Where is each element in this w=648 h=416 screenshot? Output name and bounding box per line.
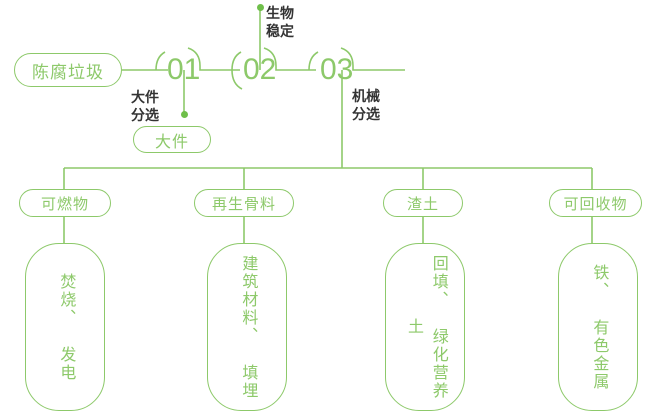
annotation-step-02: 生物 稳定 — [266, 5, 294, 39]
annotation-step-03: 机械 分选 — [352, 88, 380, 122]
outcome-text-recyclable: 铁、 有色金属 — [590, 263, 608, 391]
node-category-recyclable[interactable]: 可回收物 — [549, 189, 642, 217]
node-category-recycled-aggregate[interactable]: 再生骨料 — [194, 189, 294, 217]
arc-step3-left — [308, 51, 319, 71]
node-outcome-recycled-aggregate[interactable]: 建筑材料、 填埋 — [207, 243, 287, 411]
connector-dot-bulky — [181, 111, 188, 118]
node-side-output-bulky[interactable]: 大件 — [133, 126, 211, 153]
step-number-02: 02 — [243, 53, 277, 86]
arc-step1-left — [155, 51, 166, 71]
node-root-waste[interactable]: 陈腐垃圾 — [14, 53, 122, 87]
outcome-text-slag-soil: 回填、 绿化营养土 — [405, 254, 447, 400]
node-category-slag-soil[interactable]: 渣土 — [383, 189, 463, 217]
arc-step2-left — [231, 51, 243, 90]
step-number-03: 03 — [320, 53, 354, 86]
node-outcome-combustible[interactable]: 焚烧、 发电 — [25, 243, 105, 411]
connector-dot-bio — [257, 4, 264, 11]
node-category-combustible[interactable]: 可燃物 — [19, 189, 111, 217]
outcome-text-combustible: 焚烧、 发电 — [57, 272, 75, 382]
annotation-step-01: 大件 分选 — [131, 89, 159, 123]
step-number-01: 01 — [167, 53, 201, 86]
node-outcome-slag-soil[interactable]: 回填、 绿化营养土 — [385, 243, 465, 411]
node-outcome-recyclable[interactable]: 铁、 有色金属 — [558, 243, 638, 411]
outcome-text-recycled-aggregate: 建筑材料、 填埋 — [239, 254, 257, 400]
